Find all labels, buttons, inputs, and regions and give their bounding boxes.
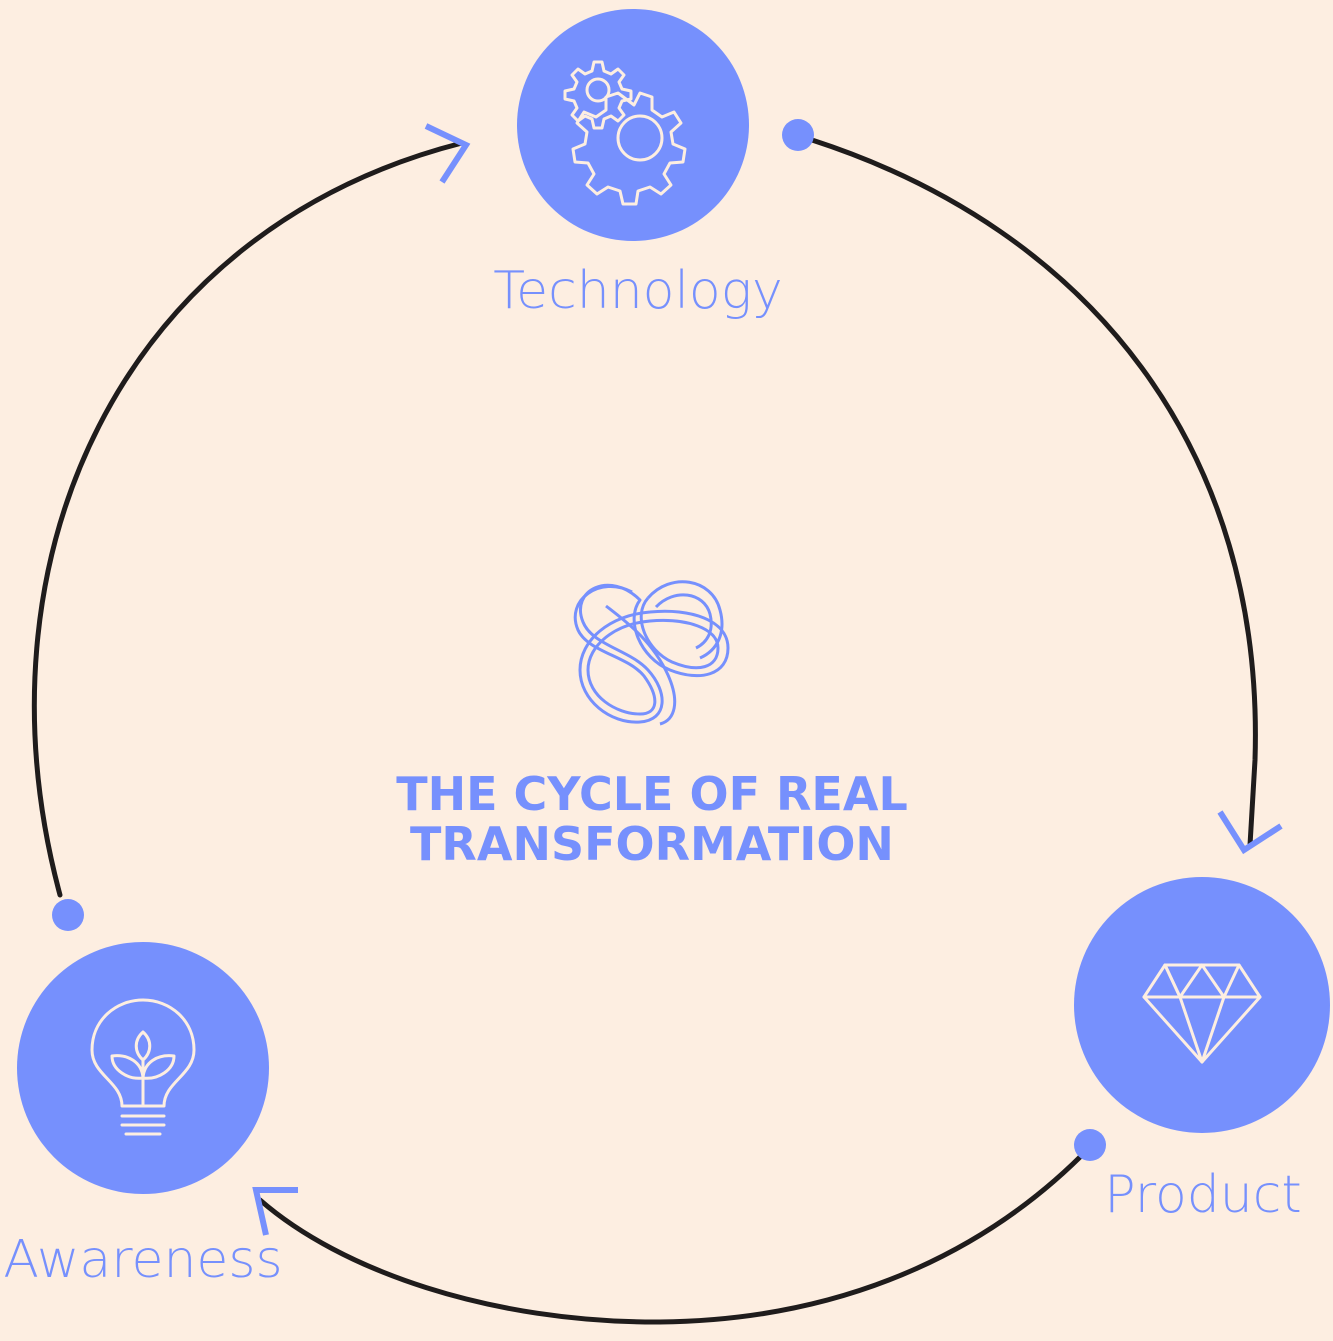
node-product: Product [1074, 877, 1330, 1225]
diagram-title-line-2: TRANSFORMATION [410, 817, 894, 871]
gears-icon [563, 60, 687, 206]
start-dot-awareness [52, 899, 84, 931]
node-label-product: Product [1104, 1165, 1301, 1225]
lightbulb-plant-icon [90, 998, 196, 1136]
technology-circle [517, 9, 749, 241]
arrow-head-awareness [252, 1187, 298, 1236]
arc-product-to-awareness [257, 1144, 1093, 1325]
node-awareness: Awareness [3, 942, 283, 1290]
node-technology: Technology [493, 9, 783, 321]
diagram-title-line-1: THE CYCLE OF REAL [396, 767, 908, 821]
arrow-head-product [1217, 810, 1283, 855]
start-dot-product [1074, 1129, 1106, 1161]
node-label-awareness: Awareness [3, 1230, 282, 1290]
start-dot-technology [782, 119, 814, 151]
diamond-icon [1142, 963, 1262, 1064]
arc-technology-to-product [809, 137, 1258, 848]
product-circle [1074, 877, 1330, 1133]
arc-awareness-to-technology [31, 140, 465, 898]
arrow-head-technology [424, 123, 471, 184]
triquetra-knot-icon [573, 580, 730, 726]
node-label-technology: Technology [493, 261, 782, 321]
